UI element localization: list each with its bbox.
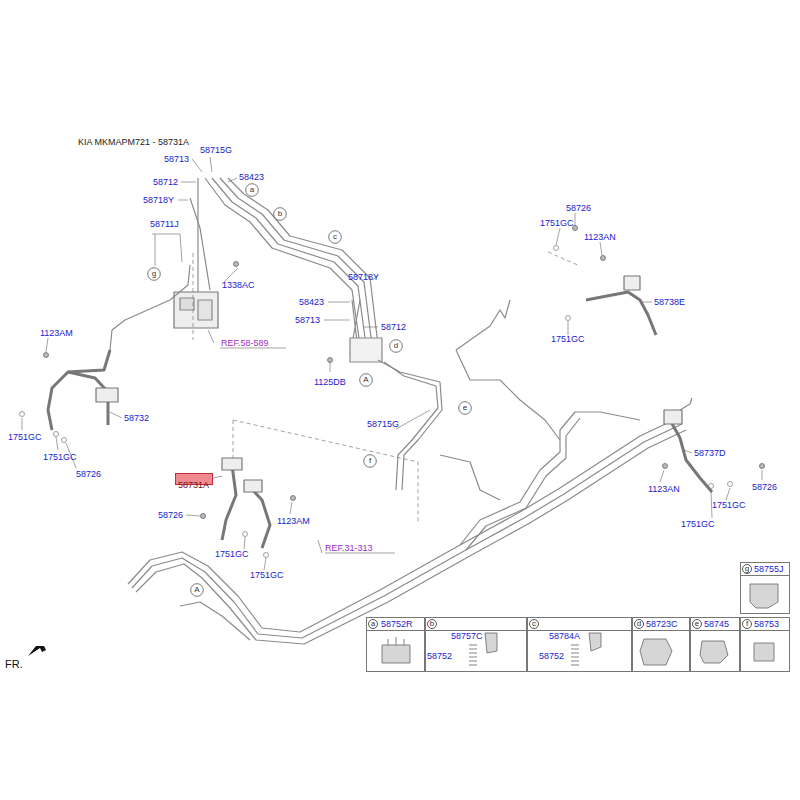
callout-circle: c [328, 230, 342, 244]
parts-table-cell: d58723C [632, 617, 690, 672]
index-letter: f [742, 619, 752, 629]
index-letter: b [427, 619, 437, 629]
callout-number: 58718Y [348, 272, 379, 283]
highlighted-part: 58731A [175, 473, 213, 485]
part-number: 58753 [754, 619, 779, 630]
part-number: 58757C [451, 631, 483, 642]
callout-number: 58715G [200, 145, 232, 156]
reference-label: REF.58-589 [221, 338, 269, 349]
part-number: 58731A [178, 480, 209, 490]
callout-number: 1123AN [584, 232, 616, 243]
callout-number: 1751GC [250, 570, 284, 581]
callout-number: 58737D [694, 448, 726, 459]
callout-number: 58726 [158, 510, 183, 521]
part-number: 58752R [381, 619, 413, 630]
callout-number: 1338AC [222, 280, 255, 291]
part-number: 58752 [427, 651, 452, 662]
index-letter: A [194, 585, 199, 595]
index-letter: g [152, 269, 156, 279]
callout-number: 1751GC [551, 334, 585, 345]
index-letter: d [394, 341, 398, 351]
callout-number: 58715G [367, 419, 399, 430]
callout-number: 1123AM [277, 516, 310, 527]
callout-number: 1123AM [40, 328, 73, 339]
parts-table-cell: g58755J [740, 562, 790, 614]
callout-number: 58738E [654, 297, 685, 308]
reference-label: REF.31-313 [325, 543, 373, 554]
index-letter: f [369, 456, 371, 466]
callout-number: 58732 [124, 413, 149, 424]
callout-number: 58713 [164, 154, 189, 165]
parts-table-cell: e58745 [690, 617, 740, 672]
callout-number: 1125DB [314, 377, 346, 388]
part-number: 58755J [754, 564, 784, 575]
parts-table-cell: b 58757C 58752 [425, 617, 527, 672]
callout-circle: A [190, 583, 204, 597]
callout-number: 1123AN [648, 484, 680, 495]
part-number: 58752 [539, 651, 564, 662]
parts-table-cell: c 58784A 58752 [527, 617, 632, 672]
callout-circle: b [273, 207, 287, 221]
callout-number: 1751GC [8, 432, 42, 443]
callout-number: 58712 [381, 322, 406, 333]
part-number: 58745 [704, 619, 729, 630]
index-letter: c [333, 232, 337, 242]
parts-table-cell: a58752R [366, 617, 425, 672]
index-letter: a [250, 185, 254, 195]
callout-number: 58423 [239, 172, 264, 183]
cell-outline [425, 617, 527, 672]
callout-circle: g [147, 267, 161, 281]
callout-number: 1751GC [540, 218, 574, 229]
callout-number: 58711J [150, 219, 179, 230]
callout-number: 58713 [295, 315, 320, 326]
callout-number: 58423 [299, 297, 324, 308]
callout-circle: d [389, 339, 403, 353]
index-letter: e [692, 619, 702, 629]
callout-number: 1751GC [43, 452, 77, 463]
cell-outline [527, 617, 632, 672]
parts-table-cell: f58753 [740, 617, 790, 672]
index-letter: g [742, 564, 752, 574]
callout-number: 58718Y [143, 195, 174, 206]
callout-number: 1751GC [681, 519, 715, 530]
index-letter: e [463, 403, 467, 413]
callout-number: 58712 [153, 177, 178, 188]
callout-circle: A [359, 373, 373, 387]
direction-label: FR. [5, 658, 23, 671]
index-letter: A [363, 375, 368, 385]
part-number: 58784A [549, 631, 580, 642]
callout-number: 58726 [76, 469, 101, 480]
callout-number: 58726 [752, 482, 777, 493]
index-letter: c [529, 619, 539, 629]
index-letter: a [368, 619, 378, 629]
callout-circle: f [363, 454, 377, 468]
index-letter: d [634, 619, 644, 629]
diagram-title: KIA MKMAPM721 - 58731A [78, 137, 189, 148]
part-number: 58723C [646, 619, 678, 630]
callout-circle: a [245, 183, 259, 197]
callout-number: 1751GC [712, 500, 746, 511]
callout-circle: e [458, 401, 472, 415]
callout-number: 1751GC [215, 549, 249, 560]
index-letter: b [278, 209, 282, 219]
callout-number: 58726 [566, 203, 591, 214]
